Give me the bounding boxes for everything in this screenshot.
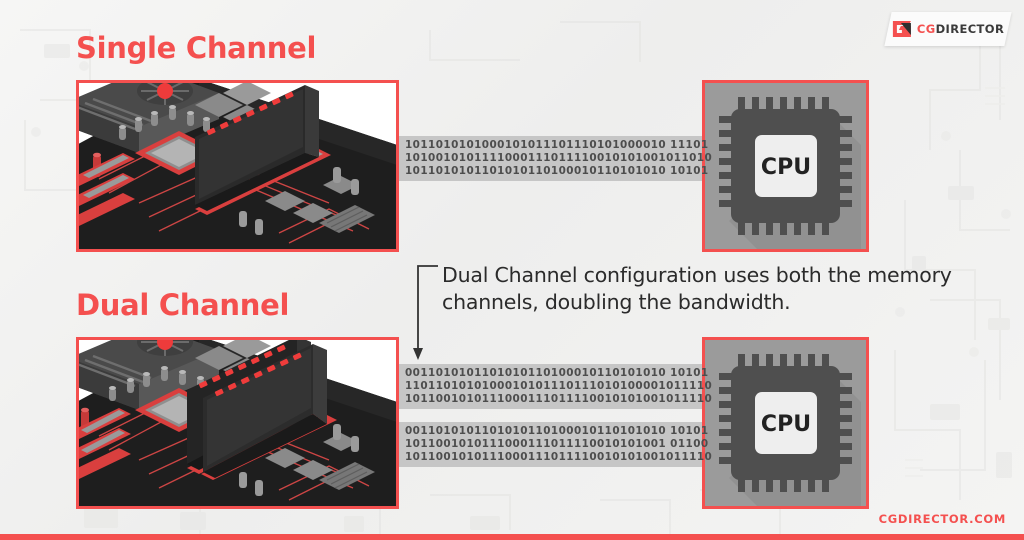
cpu-label-dual: CPU [761,412,811,437]
binary-row: 1011001010111000111011110010101001011110 [405,451,713,464]
cpu-chip-icon: CPU [702,337,869,509]
binary-stream-dual-channel-b: 0011010101101010110100010110101010 10101… [399,422,713,467]
cgdirector-flag-icon [891,20,913,39]
callout-text: Dual Channel configuration uses both the… [442,263,952,314]
binary-row: 1011001010111000111011110010101001011110 [405,393,713,406]
binary-stream-dual-channel-a: 0011010101101010110100010110101010 10101… [399,364,713,409]
callout-annotation: Dual Channel configuration uses both the… [408,258,968,366]
motherboard-single-stick-illustration [76,80,399,252]
single-channel-heading: Single Channel [76,31,317,65]
motherboard-dual-stick-illustration [76,337,399,509]
logo-text-director: DIRECTOR [936,21,1005,36]
binary-row: 0011010101101010110100010110101010 10101 [405,366,709,379]
logo-text-cg: CG [917,21,937,36]
bottom-accent-bar [0,534,1024,540]
footer-website-label: CGDIRECTOR.COM [878,512,1006,526]
dual-channel-heading: Dual Channel [76,288,290,322]
cpu-label-single: CPU [761,155,811,180]
binary-row: 0011010101101010110100010110101010 10101 [405,424,709,437]
cgdirector-logo[interactable]: CGDIRECTOR [884,12,1012,46]
binary-row: 1011010101101010110100010110101010 10101 [405,165,709,178]
binary-stream-single-channel: 1011010101000101011101110101000010 11101… [399,136,713,181]
binary-row: 1101101010100010101110111010100001011110 [405,379,713,392]
elbow-arrow-down-icon [413,265,438,360]
binary-row: 1010010101111000111011110010101001011010 [405,151,713,164]
binary-row: 1011001010111000111011110010101001 01100 [405,437,709,450]
binary-row: 1011010101000101011101110101000010 11101 [405,138,709,151]
cpu-chip-icon: CPU [702,80,869,252]
